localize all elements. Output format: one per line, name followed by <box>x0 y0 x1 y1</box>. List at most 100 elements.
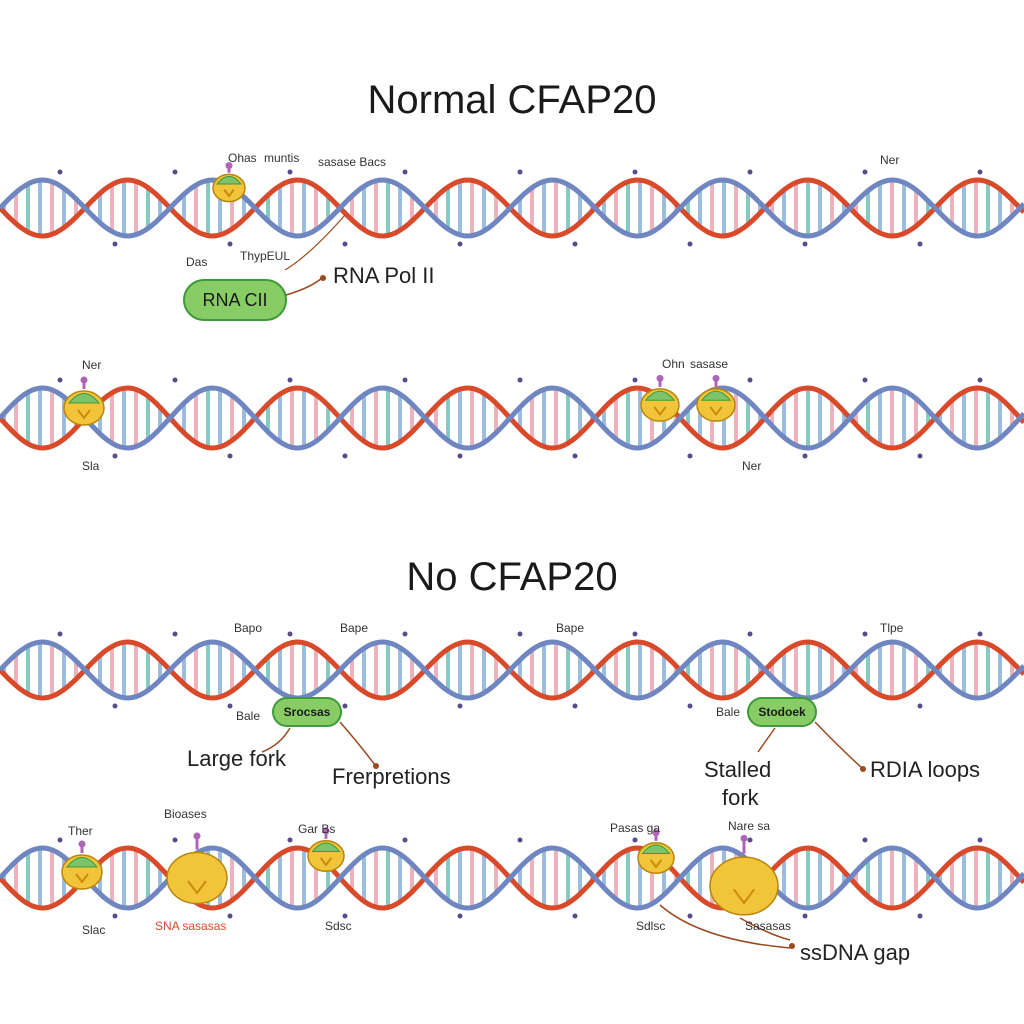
annotation: Sasasas <box>745 919 791 933</box>
annotation: ThypEUL <box>240 249 290 263</box>
leader-dot <box>860 766 866 772</box>
helix-marker <box>227 913 233 919</box>
annotation: Nare sa <box>728 819 770 833</box>
helix-marker <box>802 913 808 919</box>
leader-dot <box>320 275 326 281</box>
annotation: Sla <box>82 459 100 473</box>
helix-marker <box>172 169 178 175</box>
helix-marker <box>917 913 923 919</box>
helix-marker <box>517 631 523 637</box>
histone-tag-icon <box>652 829 660 837</box>
histone-tag-icon <box>80 376 88 384</box>
helix-marker <box>402 169 408 175</box>
rna-polymerase-icon <box>223 189 235 198</box>
helix-marker <box>572 453 578 459</box>
cfap20-protein-icon <box>700 390 732 401</box>
annotation: Sdsc <box>325 919 352 933</box>
rna-pol-ii-complex <box>212 162 246 203</box>
histone-tag-icon <box>656 374 664 382</box>
helix-marker <box>457 703 463 709</box>
annotation: Ther <box>68 824 93 838</box>
histone-tag-icon <box>225 162 233 170</box>
leader-line <box>261 727 291 753</box>
dna-strand-blue <box>0 177 1024 239</box>
helix-marker <box>747 169 753 175</box>
helix-marker <box>632 169 638 175</box>
leader-line <box>757 727 776 753</box>
stalled-polymerase <box>166 832 228 905</box>
helix-marker <box>747 837 753 843</box>
pill-left: Srocsas <box>272 697 342 727</box>
dna-strand-blue <box>0 385 1024 451</box>
helix-marker <box>112 703 118 709</box>
helix-marker <box>172 631 178 637</box>
annotation: Sdlsc <box>636 919 665 933</box>
helix-marker <box>572 913 578 919</box>
pill-right-label: Stodoek <box>758 705 806 719</box>
helix-marker <box>862 837 868 843</box>
rna-pill-label: RNA CII <box>202 290 267 310</box>
helix-marker <box>802 453 808 459</box>
cfap20-protein-icon <box>644 390 676 401</box>
pill-right: Stodoek <box>747 697 817 727</box>
rna-pol-ii-complex <box>63 376 105 426</box>
helix-marker <box>402 837 408 843</box>
helix-marker <box>57 169 63 175</box>
helix-marker <box>862 631 868 637</box>
helix-marker <box>572 703 578 709</box>
cfap20-protein-icon <box>215 175 243 185</box>
stalled-fork-label-line2: fork <box>722 785 760 810</box>
rna-polymerase-icon <box>319 857 333 867</box>
annotation: Bioases <box>164 807 207 821</box>
helix-marker <box>172 377 178 383</box>
helix-marker <box>517 169 523 175</box>
rna-polymerase-icon <box>653 406 667 417</box>
rna-polymerase-icon <box>187 880 207 895</box>
leader-line <box>285 277 323 296</box>
helix-marker <box>227 703 233 709</box>
helix-marker <box>57 837 63 843</box>
histone-tag-icon <box>322 827 330 835</box>
helix-marker <box>227 241 233 247</box>
rna-pol-ii-label: RNA Pol II <box>333 263 434 288</box>
helix-marker <box>287 837 293 843</box>
no-cfap20-title: No CFAP20 <box>406 555 617 599</box>
helix-marker <box>57 377 63 383</box>
dna-helix-normal-bottom <box>0 377 1024 459</box>
leader-line <box>739 917 791 941</box>
annotation: Bale <box>716 705 740 719</box>
helix-marker <box>917 453 923 459</box>
rna-polymerase-icon <box>649 859 663 869</box>
leader-dot <box>789 943 795 949</box>
helix-marker <box>977 169 983 175</box>
helix-marker <box>977 837 983 843</box>
helix-marker <box>747 631 753 637</box>
annotation: Das <box>186 255 207 269</box>
rna-pol-ii-complex <box>640 374 680 422</box>
helix-marker <box>457 241 463 247</box>
helix-marker <box>112 913 118 919</box>
helix-marker <box>572 241 578 247</box>
helix-marker <box>687 453 693 459</box>
annotation: sasase Bacs <box>318 155 386 169</box>
dna-helix-normal-top <box>0 169 1024 247</box>
annotation: Ner <box>82 358 101 372</box>
cfap20-protein-icon <box>65 857 99 868</box>
annotation: Bapo <box>234 621 262 635</box>
annotation: Bape <box>340 621 368 635</box>
leader-line <box>659 904 791 949</box>
cfap20-complex <box>307 827 345 873</box>
annotation: Ohn <box>662 357 685 371</box>
helix-marker <box>57 631 63 637</box>
annotation: Tlpe <box>880 621 904 635</box>
rna-pol-ii-complex <box>61 840 103 890</box>
frerpretions-label: Frerpretions <box>332 764 451 789</box>
rna-polymerase-icon <box>75 873 89 884</box>
large-fork-label: Large fork <box>187 746 287 771</box>
leader-line <box>339 721 376 766</box>
annotation: Ohas <box>228 151 257 165</box>
helix-marker <box>687 913 693 919</box>
normal-cfap20-title: Normal CFAP20 <box>368 78 657 122</box>
histone-tag-icon <box>712 374 720 382</box>
